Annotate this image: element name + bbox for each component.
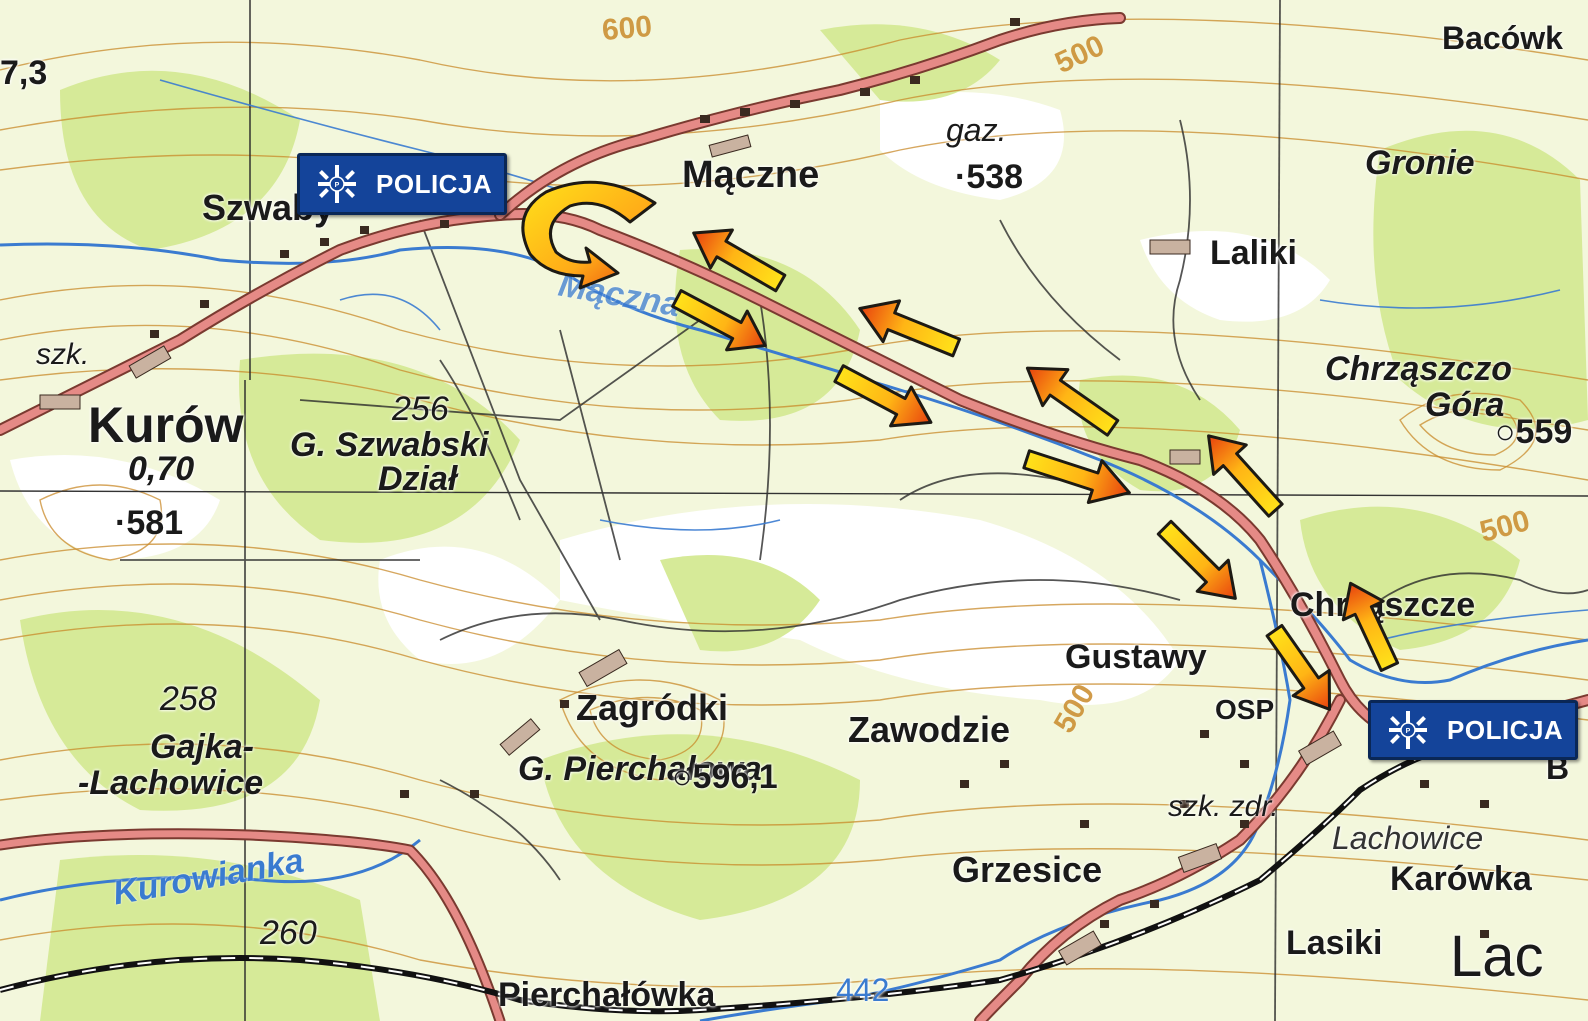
label-szk-right: szk. zdr. — [1168, 790, 1279, 823]
place-lac: Lac — [1450, 924, 1544, 989]
elevation-258: 258 — [160, 680, 217, 718]
arrow-upstream-3 — [1025, 366, 1120, 437]
place-grzesice: Grzesice — [952, 849, 1103, 890]
elevation-538-value: 538 — [966, 158, 1024, 196]
label-szk-left: szk. — [36, 338, 90, 371]
place-gustawy: Gustawy — [1065, 638, 1207, 676]
place-zawodzie: Zawodzie — [848, 709, 1011, 750]
place-g-szwabski: G. Szwabski — [290, 426, 489, 464]
elevation-596-value: 596,1 — [692, 758, 778, 796]
u-turn-arrow — [521, 180, 657, 290]
elevation-559: ○559 — [1495, 413, 1573, 451]
police-star-icon: P — [1389, 711, 1427, 749]
place-maczne: Mączne — [682, 154, 820, 196]
place-lasiki: Lasiki — [1286, 924, 1383, 962]
place-laliki: Laliki — [1210, 234, 1297, 272]
arrow-downstream-3 — [1022, 449, 1131, 504]
place-gajka: Gajka- — [150, 728, 254, 766]
arrow-downstream-2 — [833, 364, 933, 428]
place-karowka: Karówka — [1390, 860, 1532, 898]
elevation-260: 260 — [260, 914, 317, 952]
elevation-442: 442 — [836, 972, 890, 1008]
place-kurow: Kurów — [88, 397, 244, 453]
label-stat-top: 7,3 — [0, 54, 48, 92]
arrow-downstream-1 — [671, 289, 767, 352]
elevation-581-value: 581 — [126, 504, 184, 542]
place-bacow: Bacówk — [1442, 20, 1563, 56]
place-pierchalowka: Pierchałówka — [498, 976, 716, 1014]
arrow-upstream-2 — [858, 299, 962, 358]
label-b-right: B — [1546, 750, 1570, 786]
elevation-559-value: 559 — [1515, 413, 1573, 451]
elevation-581: ·581 — [115, 504, 184, 542]
place-lachowice-dash: -Lachowice — [78, 764, 264, 802]
police-checkpoint-east[interactable]: P POLICJA — [1368, 700, 1579, 760]
svg-text:P: P — [1406, 728, 1411, 735]
arrow-upstream-1 — [692, 228, 787, 293]
place-chrzaszczowa: Chrząszczo — [1325, 350, 1513, 388]
place-dzial: Dział — [378, 460, 458, 498]
arrow-upstream-4 — [1207, 434, 1284, 518]
place-chrzaszczowa-gora: Góra — [1425, 386, 1505, 424]
police-star-icon: P — [318, 165, 356, 203]
police-checkpoint-west[interactable]: P POLICJA — [297, 153, 508, 215]
label-osp: OSP — [1215, 694, 1275, 725]
svg-text:P: P — [335, 182, 340, 189]
elevation-538: ·538 — [955, 158, 1024, 196]
elevation-596: ○596,1 — [672, 758, 778, 796]
police-label-west: POLICJA — [376, 168, 493, 199]
arrow-downstream-5 — [1265, 624, 1332, 711]
arrow-downstream-4 — [1156, 519, 1237, 600]
place-gronie: Gronie — [1365, 144, 1475, 182]
kurow-stat: 0,70 — [128, 450, 195, 488]
elevation-256: 256 — [392, 390, 449, 428]
place-lachowice: Lachowice — [1332, 820, 1484, 856]
police-label-east: POLICJA — [1447, 714, 1564, 745]
place-chrzaszcze: Chrząszcze — [1290, 586, 1476, 624]
place-g-pierchalowa: G. Pierchałowa — [518, 750, 762, 788]
label-gaz: gaz. — [946, 112, 1007, 148]
place-zagrodki: Zagródki — [576, 687, 729, 728]
arrow-upstream-5 — [1341, 581, 1400, 672]
